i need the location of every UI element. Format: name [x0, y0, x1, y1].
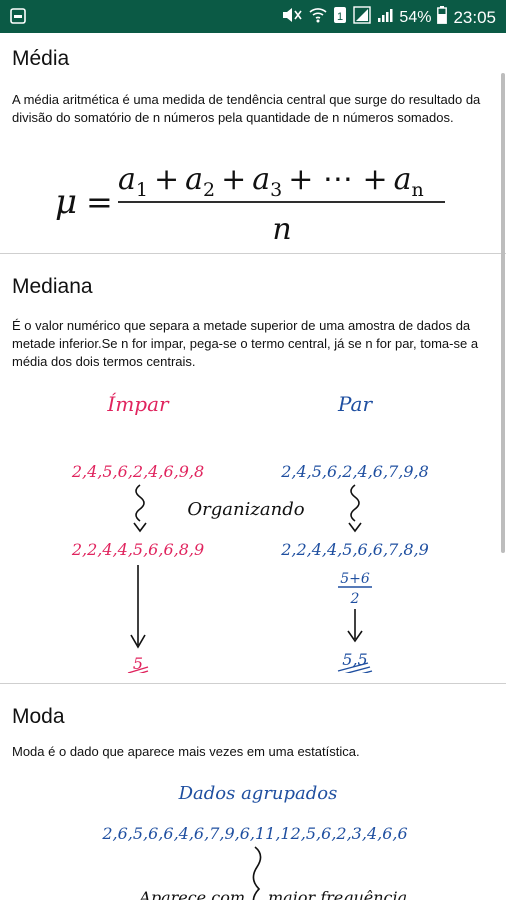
median-illustration: Ímpar Par 2,4,5,6,2,4,6,9,8 2,4,5,6,2,4,… — [71, 392, 429, 673]
brace-icon — [252, 846, 262, 900]
section-title: Moda — [12, 705, 65, 728]
signal-box-icon — [353, 6, 372, 29]
impar-sorted: 2,2,4,4,5,6,6,8,9 — [71, 540, 204, 559]
content-scroll[interactable]: Média A média aritmética é uma medida de… — [0, 33, 506, 900]
squiggle-arrow-left — [135, 484, 145, 522]
section-description: Moda é o dado que aparece mais vezes em … — [12, 744, 360, 759]
par-fraction-den: 2 — [350, 591, 360, 607]
notification-icon — [10, 8, 26, 29]
caption-left: Aparece com — [137, 888, 245, 900]
section-media: Média A média aritmética é uma medida de… — [0, 33, 506, 254]
arrow-down-left — [130, 634, 146, 649]
section-moda: Moda Moda é o dado que aparece mais veze… — [0, 683, 506, 900]
label-impar: Ímpar — [106, 392, 170, 416]
battery-icon — [437, 6, 448, 29]
label-organizando: Organizando — [187, 499, 304, 520]
clock: 23:05 — [453, 7, 496, 27]
impar-result: 5 — [133, 654, 143, 673]
label-par: Par — [337, 392, 373, 416]
signal-icon — [377, 7, 393, 28]
impar-sequence: 2,4,5,6,2,4,6,9,8 — [71, 462, 204, 481]
sim-icon: 1 — [333, 6, 347, 29]
formula-numerator: a1+a2+a3+ ⋯ +an — [118, 162, 424, 201]
label-dados-agrupados: Dados agrupados — [178, 783, 338, 804]
formula-mu: μ — [55, 182, 77, 222]
section-title: Mediana — [12, 275, 93, 298]
section-description: A média aritmética é uma medida de tendê… — [12, 92, 481, 125]
arrow-down-right — [347, 630, 363, 643]
scrollbar[interactable] — [501, 73, 505, 553]
mute-icon — [281, 7, 303, 28]
formula-denominator: n — [272, 212, 291, 247]
section-title: Média — [12, 47, 70, 70]
par-sequence: 2,4,5,6,2,4,6,7,9,8 — [280, 462, 429, 481]
par-sorted: 2,2,4,4,5,6,6,7,8,9 — [280, 540, 429, 559]
status-bar: 1 54% 23:05 — [0, 0, 506, 33]
par-fraction-num: 5+6 — [340, 571, 370, 587]
wifi-icon — [309, 7, 327, 28]
svg-text:1: 1 — [337, 11, 343, 23]
battery-percent: 54% — [399, 8, 432, 26]
mean-formula: μ = a1+a2+a3+ ⋯ +an n — [55, 162, 445, 247]
squiggle-arrow-right — [350, 484, 360, 522]
caption-right: maior frequência — [268, 888, 407, 900]
section-description: É o valor numérico que separa a metade s… — [12, 318, 479, 369]
mode-illustration: Dados agrupados 2,6,5,6,6,4,6,7,9,6,11,1… — [101, 783, 408, 900]
formula-eq: = — [86, 183, 113, 221]
moda-sequence: 2,6,5,6,6,4,6,7,9,6,11,12,5,6,2,3,4,6,6 — [101, 824, 407, 843]
section-mediana: Mediana É o valor numérico que separa a … — [0, 253, 506, 684]
